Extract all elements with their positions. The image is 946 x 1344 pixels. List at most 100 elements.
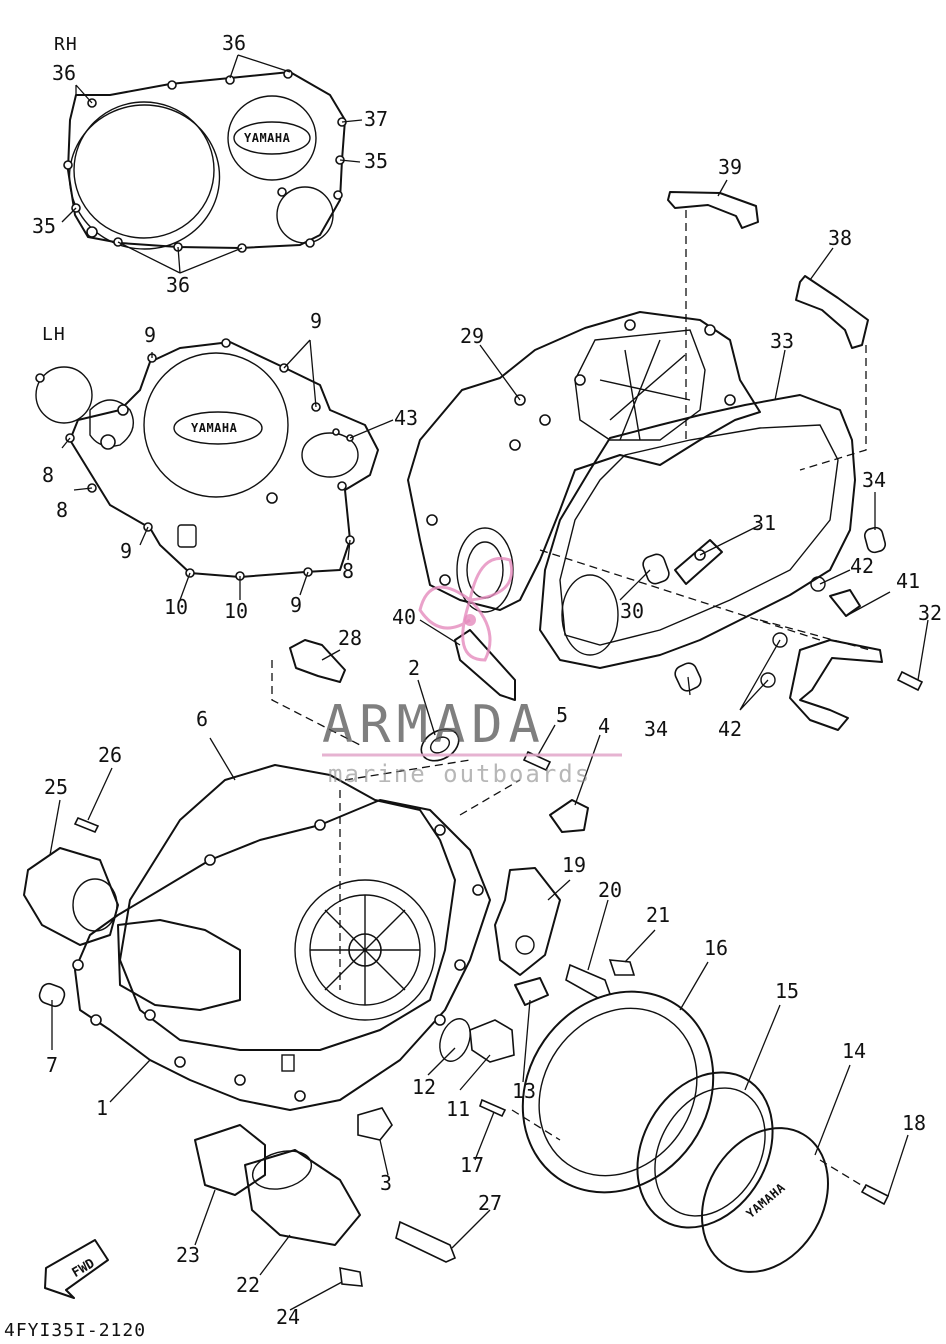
pipe-guides [539, 549, 871, 651]
bracket-28-guide [271, 660, 361, 746]
callout-10: 10 [164, 595, 188, 619]
callout-18: 18 [902, 1111, 926, 1135]
plate-19-hole [515, 935, 535, 955]
callout-29: 29 [460, 324, 484, 348]
callout-17: 17 [460, 1153, 484, 1177]
callout-8: 8 [42, 463, 54, 487]
lh-logo-plate [173, 411, 263, 445]
callout-4: 4 [598, 714, 610, 738]
cover-1-wheel [294, 879, 436, 1021]
cap-14-logo: YAMAHA [744, 1180, 789, 1221]
cover-1-housing [117, 919, 241, 1011]
plate-4 [549, 799, 589, 833]
lh-small-boss [89, 399, 134, 447]
gasket-15-inner [654, 1087, 766, 1217]
oring-12 [439, 1018, 471, 1062]
cover-29-bearing-bore [456, 527, 514, 613]
bolt-24 [339, 1266, 363, 1287]
pipe-41 [789, 639, 883, 731]
callout-9: 9 [120, 539, 132, 563]
callout-35: 35 [32, 214, 56, 238]
watermark-propeller-hub [464, 614, 476, 626]
callout-40: 40 [392, 605, 416, 629]
bracket-38 [795, 275, 869, 349]
dowel-34-right [863, 526, 887, 554]
callout-labels: 36 36 36 37 35 35 39 38 9 9 9 9 43 8 8 8… [32, 31, 942, 1329]
gasket-33-inner [559, 424, 839, 646]
gasket-6 [119, 764, 456, 1051]
clip-13 [514, 977, 549, 1006]
lh-slot [177, 524, 197, 548]
rh-panel-title: RH [54, 34, 78, 55]
callout-28: 28 [338, 626, 362, 650]
dowel-7 [38, 982, 66, 1008]
callout-5: 5 [556, 703, 568, 727]
drawing-code: 4FYI35I-2120 [4, 1320, 146, 1340]
callout-15: 15 [775, 979, 799, 1003]
crankcase-cover-29 [407, 311, 761, 611]
gasket-33-bore [561, 574, 619, 656]
callout-36: 36 [52, 61, 76, 85]
plate-19 [494, 867, 561, 976]
cover-22-cap [251, 1150, 313, 1190]
cover-1-notch [281, 1054, 295, 1072]
cover-1-assembly [23, 764, 521, 1111]
cover-1-spokes [310, 895, 420, 1005]
bolt-26 [73, 816, 100, 834]
callout-13: 13 [512, 1079, 536, 1103]
rh-gasket-outline [67, 71, 346, 249]
screw-18 [860, 1183, 890, 1206]
callout-23: 23 [176, 1243, 200, 1267]
oring-42-c [760, 672, 776, 688]
callout-16: 16 [704, 936, 728, 960]
cover-1-bolts [72, 819, 484, 1102]
bolt-27 [395, 1220, 457, 1263]
rh-yamaha-logo: YAMAHA [244, 131, 291, 145]
cover-23 [194, 1124, 266, 1196]
watermark: ARMADA marine outboards [322, 557, 622, 788]
bushing-30 [642, 553, 670, 585]
bolt-17 [479, 1098, 507, 1118]
oring-42-b [772, 632, 788, 648]
callout-31: 31 [752, 511, 776, 535]
lh-side-cap [35, 366, 93, 424]
callout-36: 36 [166, 273, 190, 297]
cap-14 [701, 1127, 829, 1273]
callout-9: 9 [290, 593, 302, 617]
callout-42: 42 [850, 554, 874, 578]
watermark-tagline: marine outboards [328, 760, 591, 788]
callout-27: 27 [478, 1191, 502, 1215]
seal-2-inner [429, 736, 451, 754]
callout-22: 22 [236, 1273, 260, 1297]
callout-30: 30 [620, 599, 644, 623]
housing-25-port [72, 878, 118, 932]
callout-26: 26 [98, 743, 122, 767]
callout-42: 42 [718, 717, 742, 741]
callout-1: 1 [96, 1096, 108, 1120]
callout-41: 41 [896, 569, 920, 593]
callout-25: 25 [44, 775, 68, 799]
callout-37: 37 [364, 107, 388, 131]
callout-35: 35 [364, 149, 388, 173]
callout-14: 14 [842, 1039, 866, 1063]
plug-11 [469, 1019, 515, 1063]
callout-19: 19 [562, 853, 586, 877]
callout-36: 36 [222, 31, 246, 55]
rh-clutch-opening [73, 101, 215, 239]
callout-7: 7 [46, 1053, 58, 1077]
watermark-brand: ARMADA [322, 695, 546, 755]
lower-right-parts: YAMAHA [439, 867, 890, 1273]
lh-yamaha-logo: YAMAHA [191, 421, 238, 435]
lh-gasket-panel: LH YAMAHA [35, 324, 379, 581]
bolt-32 [896, 670, 924, 692]
gasket-33 [539, 394, 856, 669]
callout-2: 2 [408, 656, 420, 680]
cover-29-spokes [599, 339, 691, 441]
callout-34: 34 [644, 717, 668, 741]
callout-39: 39 [718, 155, 742, 179]
callout-9: 9 [144, 323, 156, 347]
cover-16-inner [538, 1007, 698, 1177]
callout-6: 6 [196, 707, 208, 731]
oring-42-a [810, 576, 826, 592]
